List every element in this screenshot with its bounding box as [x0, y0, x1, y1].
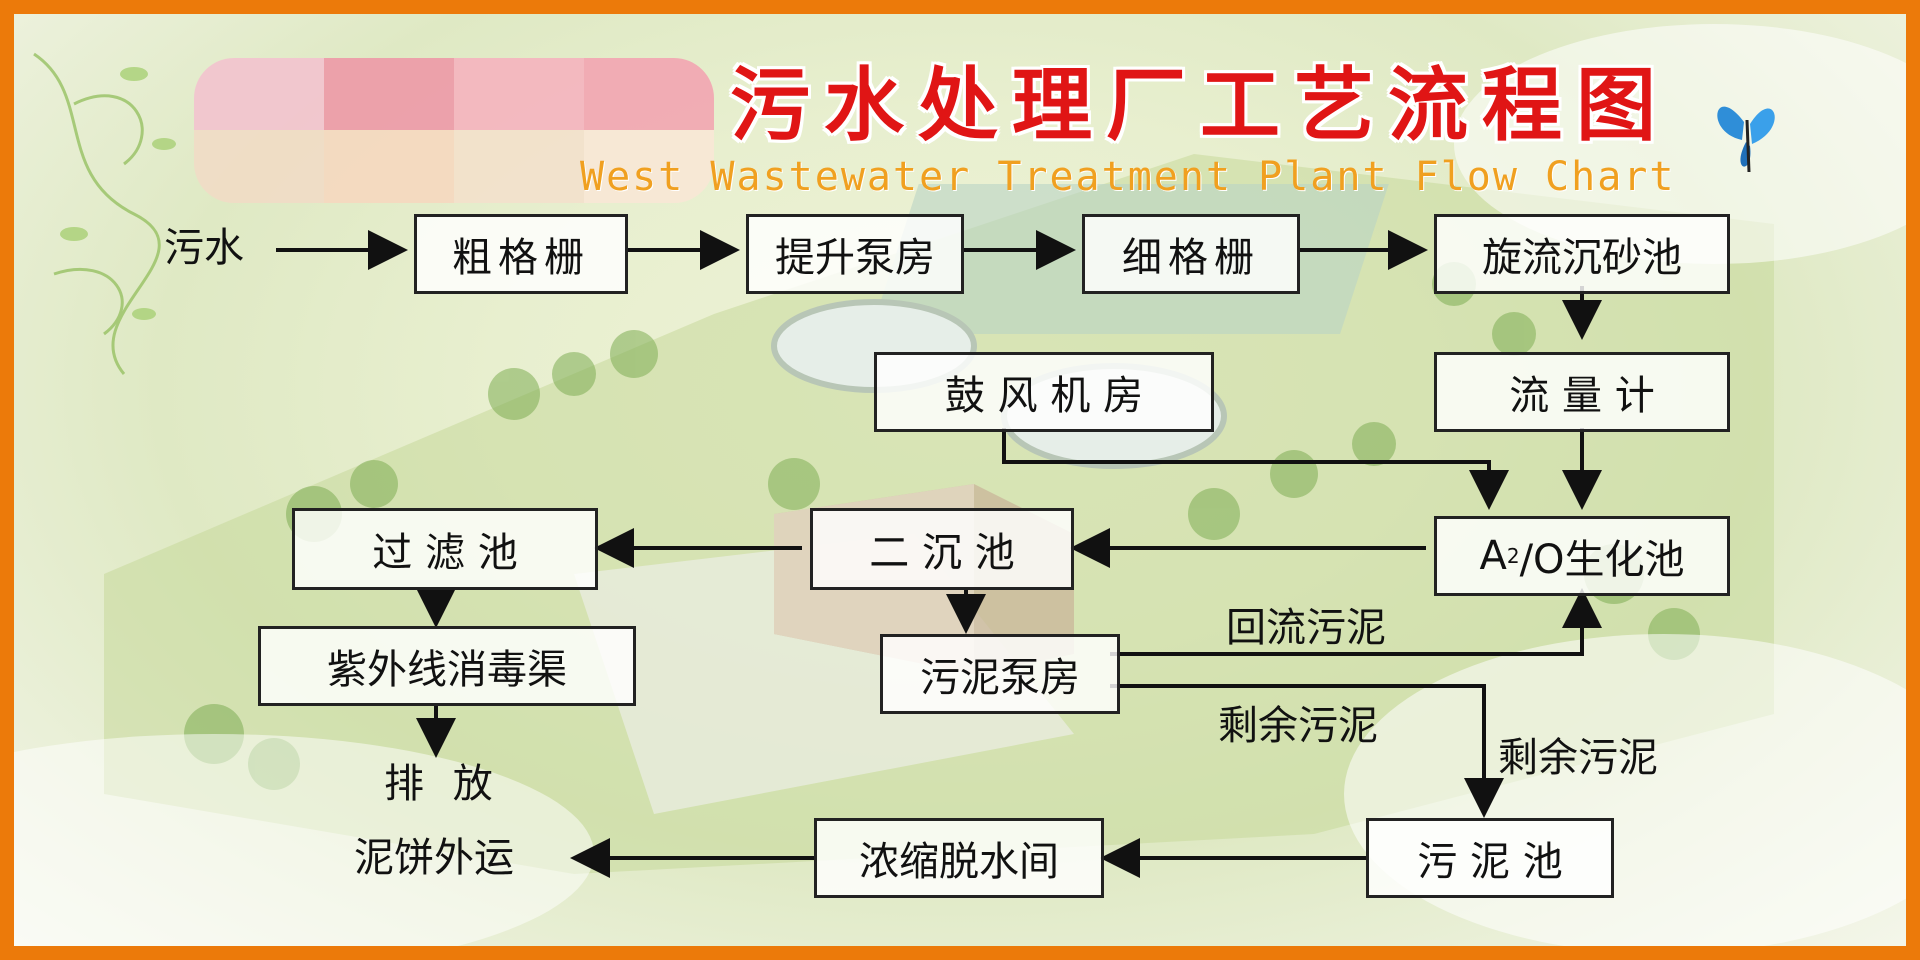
vine-decoration-icon: [33, 52, 161, 375]
node-sludge-tank: 污 泥 池: [1366, 818, 1614, 898]
node-fine-screen: 细格栅: [1082, 214, 1300, 294]
arrow-blower-to-ao: [1002, 428, 1509, 510]
butterfly-icon: [1717, 106, 1775, 173]
a2o-label-sup: 2: [1506, 544, 1520, 568]
a2o-label-rest: /O生化池: [1519, 537, 1685, 583]
node-dewatering-room: 浓缩脱水间: [814, 818, 1104, 898]
flow-arrows: [276, 230, 1602, 878]
node-sewage: 污水: [164, 225, 244, 271]
node-secondary-clarifier: 二 沉 池: [810, 508, 1074, 590]
node-cake-transport: 泥饼外运: [354, 835, 514, 881]
node-lift-pump-room: 提升泵房: [746, 214, 964, 294]
blurred-title-prefix: [194, 58, 714, 203]
node-uv-disinfection-channel: 紫外线消毒渠: [258, 626, 636, 706]
arrow-excess-sludge: [1110, 684, 1504, 818]
label-excess-sludge-1: 剩余污泥: [1218, 703, 1378, 749]
node-blower-room: 鼓 风 机 房: [874, 352, 1214, 432]
node-discharge: 排 放: [384, 761, 501, 807]
page-title: 污水处理厂工艺流程图: [730, 59, 1670, 152]
node-coarse-screen: 粗格栅: [414, 214, 628, 294]
node-vortex-grit-chamber: 旋流沉砂池: [1434, 214, 1730, 294]
arrow-return-sludge: [1110, 588, 1602, 656]
node-sludge-pump-room: 污泥泵房: [880, 634, 1120, 714]
label-return-sludge: 回流污泥: [1226, 605, 1386, 651]
node-flow-meter: 流 量 计: [1434, 352, 1730, 432]
page-subtitle: West Wastewater Treatment Plant Flow Cha…: [580, 154, 1676, 200]
node-filter-tank: 过 滤 池: [292, 508, 598, 590]
a2o-label-a: A: [1479, 533, 1507, 579]
label-excess-sludge-2: 剩余污泥: [1498, 735, 1658, 781]
